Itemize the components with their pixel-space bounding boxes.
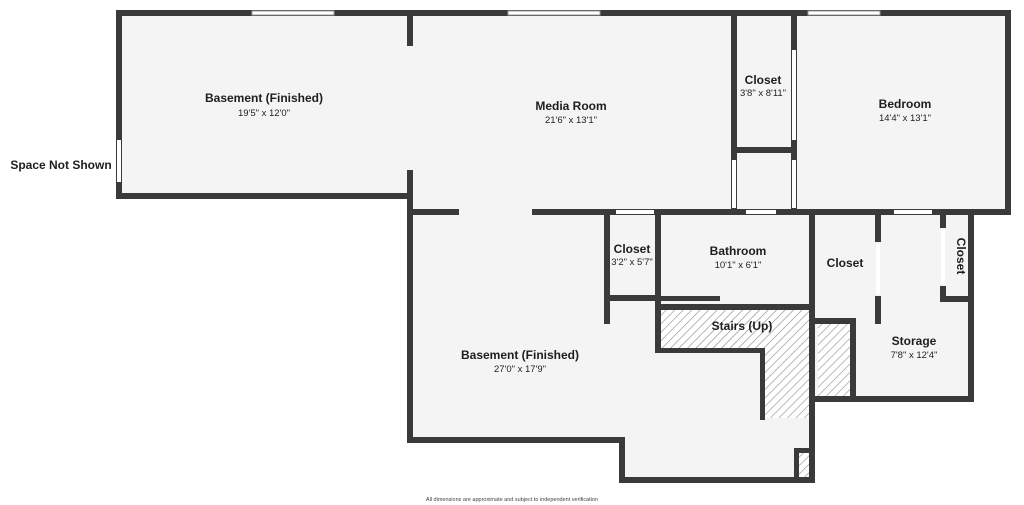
closet-right-name: Closet [827,256,864,270]
windows [251,10,881,16]
outside-label: Space Not Shown [10,158,111,172]
media-room-name: Media Room [535,99,606,113]
bedroom-dim: 14'4" x 13'1" [879,113,931,124]
closet-small-dim: 3'2" x 5'7" [611,257,653,268]
storage-dim: 7'8" x 12'4" [891,350,938,361]
bedroom-name: Bedroom [879,97,932,111]
basement-lower-name: Basement (Finished) [461,348,579,362]
dimensions-footnote: All dimensions are approximate and subje… [426,497,598,503]
door-openings [117,50,945,294]
basement-upper-dim: 19'5" x 12'0" [238,108,290,119]
room-labels: Basement (Finished) 19'5" x 12'0" Media … [205,73,968,375]
closet-small-name: Closet [614,242,651,256]
stairs-hatch [660,310,852,478]
media-room-dim: 21'6" x 13'1" [545,115,597,126]
closet-top-dim: 3'8" x 8'11" [740,88,786,99]
basement-upper-name: Basement (Finished) [205,91,323,105]
bathroom-dim: 10'1" x 6'1" [715,260,762,271]
closet-vertical-name: Closet [954,238,968,275]
space-not-shown-label: Space Not Shown [10,158,111,172]
storage-name: Storage [892,334,937,348]
bathroom-name: Bathroom [710,244,767,258]
basement-lower-dim: 27'0" x 17'9" [494,364,546,375]
floor-fills [118,12,1008,480]
stairs-name: Stairs (Up) [712,319,773,333]
closet-top-name: Closet [745,73,782,87]
